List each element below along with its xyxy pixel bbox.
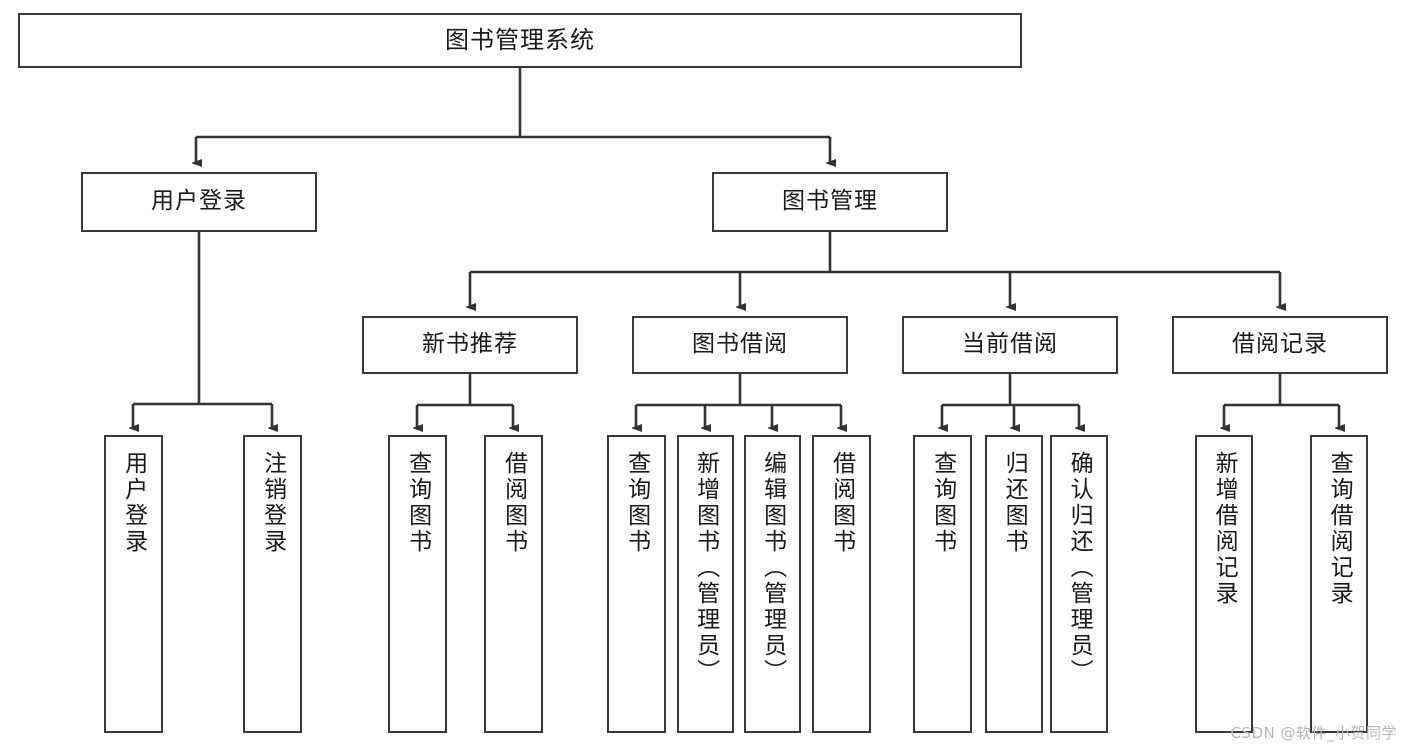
leaf-recommend-borrow-book[interactable]: 借阅图书 [484, 435, 543, 733]
node-label: 查询图书 [623, 451, 650, 555]
leaf-current-query-book[interactable]: 查询图书 [913, 435, 972, 733]
watermark: CSDN @软件_小贺同学 [1230, 724, 1397, 742]
node-label: 用户登录 [120, 451, 147, 555]
node-root-system[interactable]: 图书管理系统 [18, 13, 1022, 68]
node-label: 查询借阅记录 [1326, 451, 1353, 607]
node-label: 当前借阅 [962, 331, 1058, 358]
node-label: 借阅图书 [828, 451, 855, 555]
leaf-borrow-query-book[interactable]: 查询图书 [607, 435, 666, 733]
leaf-records-query-record[interactable]: 查询借阅记录 [1310, 435, 1368, 733]
node-label: 图书管理 [782, 188, 878, 215]
node-label: 借阅图书 [500, 451, 527, 555]
leaf-borrow-add-book-admin[interactable]: 新增图书（管理员） [677, 435, 734, 733]
leaf-borrow-edit-book-admin[interactable]: 编辑图书（管理员） [744, 435, 801, 733]
node-label: 查询图书 [404, 451, 431, 555]
leaf-borrow-borrow-book[interactable]: 借阅图书 [812, 435, 871, 733]
node-current-borrow[interactable]: 当前借阅 [902, 316, 1118, 374]
node-borrow-records[interactable]: 借阅记录 [1172, 316, 1388, 374]
node-label: 注销登录 [259, 451, 286, 555]
leaf-records-add-record[interactable]: 新增借阅记录 [1195, 435, 1253, 733]
node-book-management[interactable]: 图书管理 [712, 172, 948, 232]
node-label: 新增图书（管理员） [692, 451, 719, 685]
node-label: 用户登录 [151, 188, 247, 215]
node-label: 编辑图书（管理员） [759, 451, 786, 685]
node-label: 图书借阅 [692, 331, 788, 358]
leaf-user-login-login[interactable]: 用户登录 [104, 435, 163, 733]
node-label: 确认归还（管理员） [1066, 451, 1093, 685]
node-label: 查询图书 [929, 451, 956, 555]
node-label: 借阅记录 [1232, 331, 1328, 358]
node-new-book-recommend[interactable]: 新书推荐 [362, 316, 578, 374]
node-label: 归还图书 [1001, 451, 1028, 555]
node-label: 图书管理系统 [445, 26, 595, 55]
leaf-recommend-query-book[interactable]: 查询图书 [388, 435, 447, 733]
node-label: 新增借阅记录 [1211, 451, 1238, 607]
leaf-current-return-book[interactable]: 归还图书 [985, 435, 1043, 733]
leaf-user-login-logout[interactable]: 注销登录 [243, 435, 302, 733]
node-user-login[interactable]: 用户登录 [81, 172, 317, 232]
node-label: 新书推荐 [422, 331, 518, 358]
leaf-current-confirm-return-admin[interactable]: 确认归还（管理员） [1050, 435, 1108, 733]
node-book-borrow[interactable]: 图书借阅 [632, 316, 848, 374]
